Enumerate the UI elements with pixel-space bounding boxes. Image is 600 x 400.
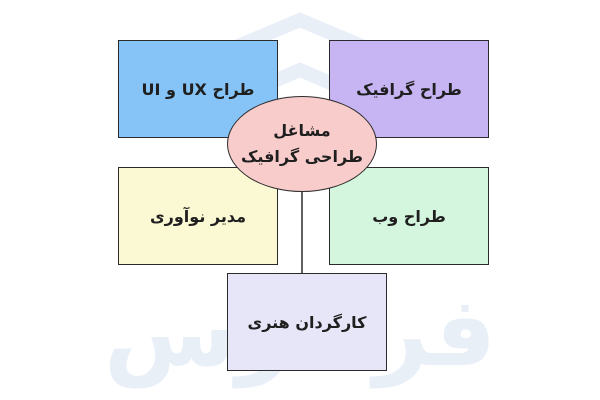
node-label: مدیر نوآوری [149,206,247,226]
node-web-designer: طراح وب [329,167,489,265]
node-label: طراح UX و UI [141,79,255,99]
node-art-director: کارگردان هنری [227,273,387,371]
node-label: طراح گرافیک [356,79,462,99]
center-title: مشاغل [273,121,331,140]
node-label: طراح وب [372,206,446,226]
center-node: مشاغل طراحی گرافیک [227,96,377,192]
center-subtitle: طراحی گرافیک [241,147,363,166]
node-label: کارگردان هنری [247,312,367,332]
node-innovation-manager: مدیر نوآوری [118,167,278,265]
